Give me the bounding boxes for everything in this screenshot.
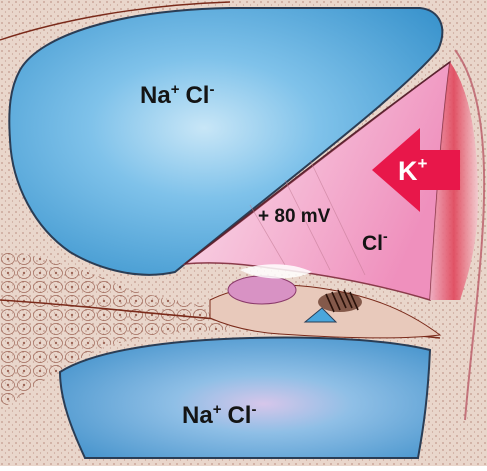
- lower-label-cl-sup: -: [251, 401, 256, 418]
- lower-label-cl: Cl: [227, 402, 251, 429]
- upper-label-na-sup: +: [171, 81, 180, 98]
- lower-label-na: Na: [182, 402, 213, 429]
- endolymph-anion-cl: Cl: [362, 232, 383, 255]
- endolymph-anion-sup: -: [383, 228, 388, 244]
- endolymph-potential-label: + 80 mV: [258, 206, 331, 227]
- upper-label-na: Na: [140, 82, 171, 109]
- upper-label-cl: Cl: [185, 82, 209, 109]
- lower-label-na-sup: +: [213, 401, 222, 418]
- upper-label-cl-sup: -: [209, 81, 214, 98]
- scala-tympani: [60, 338, 430, 459]
- potassium-sup: +: [418, 154, 428, 173]
- tectorial-membrane: [228, 276, 296, 304]
- potassium-k: K: [398, 156, 418, 186]
